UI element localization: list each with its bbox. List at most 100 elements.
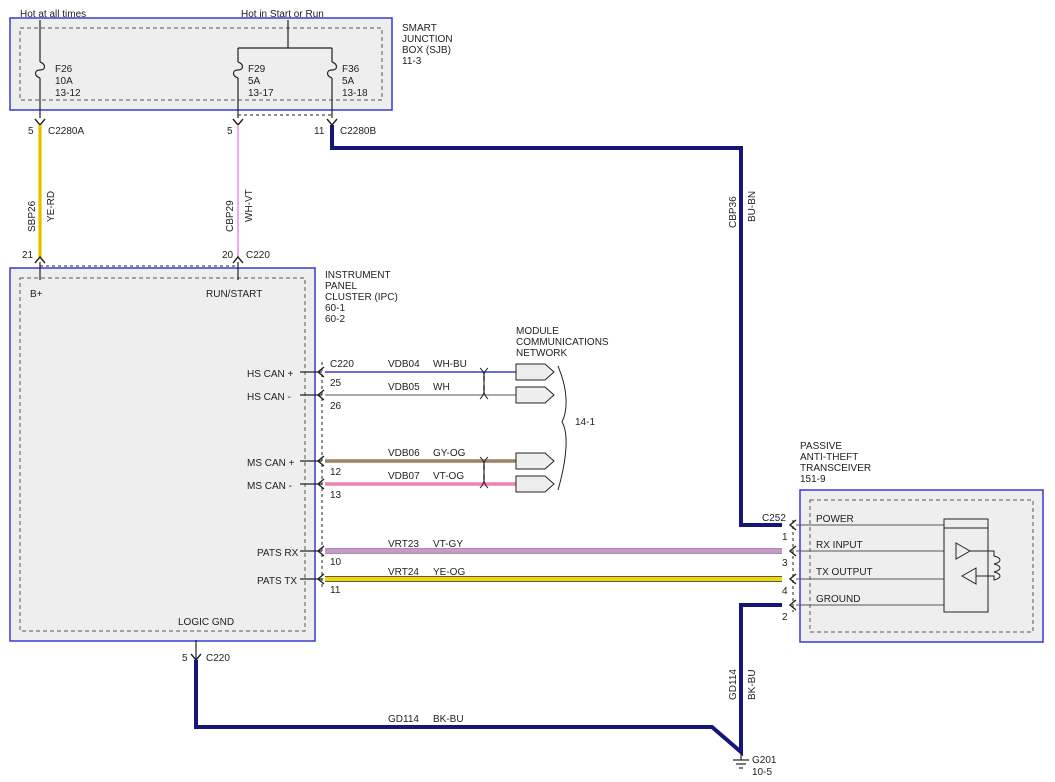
connector-arrow-icon <box>326 118 338 127</box>
mcn-title: MODULE COMMUNICATIONS NETWORK <box>516 326 609 359</box>
c2280a-pin: 5 <box>28 126 34 137</box>
wire-gd114-h-color: BK-BU <box>433 714 464 725</box>
pats-pin-ground: 2 <box>782 612 788 623</box>
ipc-pin-25: 25 <box>330 378 342 389</box>
fuse-f29-ref: 13-17 <box>248 88 274 99</box>
wire-vdb04-color: WH-BU <box>433 359 467 370</box>
fuse-f26-ref: 13-12 <box>55 88 81 99</box>
c2280b-label: C2280B <box>340 126 376 137</box>
sjb-title-line-4: 11-3 <box>402 56 422 67</box>
pats-power-label: POWER <box>816 514 854 525</box>
mcn-connector-icon <box>515 475 555 493</box>
fuse-f26-rating: 10A <box>55 76 73 87</box>
ipc-c220-right-label: C220 <box>330 359 354 370</box>
ipc-pin-12: 12 <box>330 467 342 478</box>
wire-vdb07-color: VT-OG <box>433 471 464 482</box>
fuse-f26-icon <box>34 61 46 79</box>
ipc-hs-can-minus: HS CAN - <box>247 392 291 403</box>
connector-arrow-icon <box>316 573 325 585</box>
ipc-pin-11: 11 <box>330 585 341 596</box>
ipc-logic-gnd: LOGIC GND <box>178 617 234 628</box>
c2280a-label: C2280A <box>48 126 84 137</box>
wire-sbp26-color: YE-RD <box>46 191 57 222</box>
mcn-title-line-1: MODULE <box>516 326 559 337</box>
ipc-c220-gnd-label: C220 <box>206 653 230 664</box>
pats-title-line-4: 151-9 <box>800 474 826 485</box>
pats-rx-input-label: RX INPUT <box>816 540 863 551</box>
antenna-coil-icon <box>970 550 1001 581</box>
ground-ref: 10-5 <box>752 767 772 778</box>
fuse-f36-icon <box>326 61 338 79</box>
c2280-f29-pin: 5 <box>227 126 233 137</box>
sjb-feed-lines <box>39 20 333 118</box>
wire-vdb06-color: GY-OG <box>433 448 466 459</box>
ipc-pin-run: 20 <box>222 250 234 261</box>
fuse-f29-rating: 5A <box>248 76 261 87</box>
twisted-pair-icon <box>479 456 489 489</box>
ipc-pin-10: 10 <box>330 557 342 568</box>
sjb-title: SMART JUNCTION BOX (SJB) 11-3 <box>402 23 453 67</box>
ipc-pin-26: 26 <box>330 401 342 412</box>
sjb-title-line-3: BOX (SJB) <box>402 45 451 56</box>
pats-title: PASSIVE ANTI-THEFT TRANSCEIVER 151-9 <box>800 441 871 485</box>
pats-pin-tx: 4 <box>782 586 788 597</box>
ipc-hs-can-plus: HS CAN + <box>247 369 294 380</box>
connector-arrow-icon <box>316 366 325 378</box>
ipc-pats-tx: PATS TX <box>257 576 297 587</box>
pats-pin-power: 1 <box>782 532 788 543</box>
ipc-pin-bplus: 21 <box>22 250 34 261</box>
ground-icon <box>733 752 749 769</box>
mcn-connector-icon <box>515 452 555 470</box>
connector-arrow-icon <box>34 118 46 127</box>
wire-cbp29-color: WH-VT <box>244 189 255 222</box>
pats-internal-lines <box>796 524 944 606</box>
wire-cbp36-color: BU-BN <box>747 191 758 222</box>
pats-ground-label: GROUND <box>816 594 860 605</box>
fuse-f36-rating: 5A <box>342 76 355 87</box>
wire-sbp26-circuit: SBP26 <box>27 200 38 232</box>
ipc-title-line-1: INSTRUMENT <box>325 270 391 281</box>
hot-in-start-run-label: Hot in Start or Run <box>241 9 324 20</box>
ipc-ms-can-minus: MS CAN - <box>247 481 292 492</box>
ipc-c220-top-label: C220 <box>246 250 270 261</box>
ipc-title-line-3: CLUSTER (IPC) <box>325 292 398 303</box>
wire-cbp36 <box>330 125 782 527</box>
wire-gd114 <box>194 603 782 757</box>
fuse-f36-ref: 13-18 <box>342 88 368 99</box>
wire-vdb04-circuit: VDB04 <box>388 359 420 370</box>
sjb-title-line-1: SMART <box>402 23 437 34</box>
wire-vdb05-circuit: VDB05 <box>388 382 420 393</box>
connector-arrow-icon <box>34 255 46 264</box>
connector-arrow-icon <box>316 455 325 467</box>
ipc-run-start-label: RUN/START <box>206 289 262 300</box>
wire-vrt24-color: YE-OG <box>433 567 465 578</box>
fuse-f29-icon <box>232 61 244 79</box>
ipc-pin-gnd: 5 <box>182 653 188 664</box>
connector-arrow-icon <box>788 599 797 611</box>
hot-at-all-times-label: Hot at all times <box>20 9 86 20</box>
wire-vrt24-circuit: VRT24 <box>388 567 419 578</box>
mcn-ref: 14-1 <box>575 417 595 428</box>
ipc-title-line-4: 60-1 <box>325 303 345 314</box>
c2280b-pin: 11 <box>314 126 325 137</box>
mcn-connector-icon <box>515 363 555 381</box>
connector-arrow-icon <box>316 478 325 490</box>
pats-pin-rx: 3 <box>782 558 788 569</box>
wire-vdb06-circuit: VDB06 <box>388 448 420 459</box>
pats-title-line-2: ANTI-THEFT <box>800 452 858 463</box>
mcn-connector-icon <box>515 386 555 404</box>
ipc-pin-13: 13 <box>330 490 342 501</box>
wire-vrt23-circuit: VRT23 <box>388 539 419 550</box>
wire-cbp29-circuit: CBP29 <box>225 200 236 232</box>
rx-amplifier-icon <box>955 542 972 560</box>
instrument-panel-cluster <box>9 267 316 642</box>
pats-tx-output-label: TX OUTPUT <box>816 567 873 578</box>
twisted-pair-icon <box>479 367 489 400</box>
connector-arrow-icon <box>232 255 244 264</box>
ipc-title-line-2: PANEL <box>325 281 357 292</box>
ipc-title: INSTRUMENT PANEL CLUSTER (IPC) 60-1 60-2 <box>325 270 398 325</box>
pats-transceiver <box>799 489 1044 643</box>
mcn-title-line-2: COMMUNICATIONS <box>516 337 609 348</box>
wire-vdb05-color: WH <box>433 382 450 393</box>
